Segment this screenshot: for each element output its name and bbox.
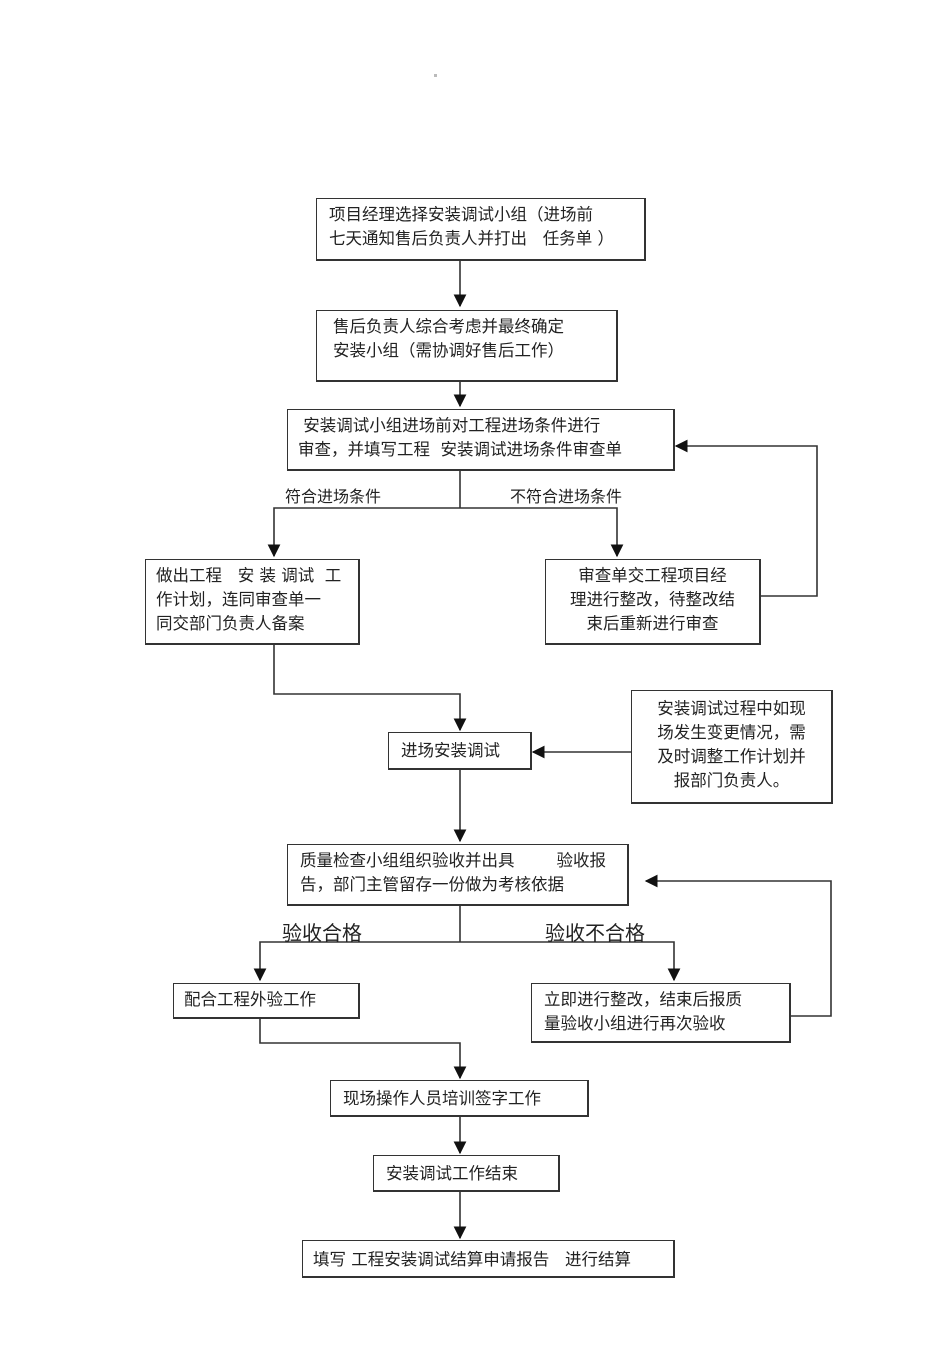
node-text-line: 束后重新进行审查	[586, 614, 719, 633]
branch-label-acceptance-pass: 验收合格	[282, 921, 362, 945]
node-text-line: 审查单交工程项目经	[578, 566, 727, 585]
node-text-line: 填写 工程安装调试结算申请报告 进行结算	[313, 1250, 631, 1269]
node-on-site-installation: 进场安装调试	[388, 732, 532, 770]
node-text-line: 质量检查小组组织验收并出具 验收报	[300, 851, 606, 870]
node-text-line: 立即进行整改，结束后报质	[544, 990, 742, 1009]
node-text-line: 配合工程外验工作	[184, 990, 316, 1009]
node-text-line: 安装调试过程中如现	[657, 699, 806, 718]
stray-dot	[434, 74, 437, 77]
node-confirm-install-team: 售后负责人综合考虑并最终确定 安装小组（需协调好售后工作）	[316, 310, 618, 382]
node-text-line: 报部门负责人。	[673, 771, 790, 790]
edge-n9-n11	[259, 1018, 467, 1080]
node-text-line: 进场安装调试	[401, 741, 500, 760]
node-text-line: 项目经理选择安装调试小组（进场前	[329, 205, 593, 224]
node-site-condition-review: 安装调试小组进场前对工程进场条件进行 审查，并填写工程 安装调试进场条件审查单	[287, 409, 675, 471]
node-text-line: 审查，并填写工程 安装调试进场条件审查单	[298, 440, 622, 459]
edge-n4-n6	[273, 645, 467, 732]
node-select-install-team: 项目经理选择安装调试小组（进场前 七天通知售后负责人并打出 任务单 ）	[316, 198, 646, 261]
node-text-line: 安装调试工作结束	[386, 1164, 518, 1183]
node-text-line: 做出工程 安 装 调试 工	[156, 566, 342, 585]
node-text-line: 售后负责人综合考虑并最终确定	[333, 317, 564, 336]
node-text-line: 同交部门负责人备案	[156, 614, 305, 633]
node-text-line: 安装小组（需协调好售后工作）	[333, 341, 564, 360]
node-change-notice: 安装调试过程中如现 场发生变更情况，需 及时调整工作计划并 报部门负责人。	[631, 690, 833, 804]
edge-n3-n5	[460, 507, 624, 558]
node-text-line: 安装调试小组进场前对工程进场条件进行	[298, 416, 601, 435]
edge-n5-n3-loop	[674, 439, 818, 597]
edge-n8-n10	[460, 941, 681, 982]
node-text-line: 及时调整工作计划并	[657, 747, 806, 766]
edge-n10-n8-loop	[644, 874, 832, 1017]
node-text-line: 告，部门主管留存一份做为考核依据	[300, 875, 564, 894]
node-rectify-and-reinspect: 立即进行整改，结束后报质 量验收小组进行再次验收	[531, 983, 791, 1043]
edge-n3-n4	[267, 507, 460, 558]
node-quality-acceptance: 质量检查小组组织验收并出具 验收报 告，部门主管留存一份做为考核依据	[287, 844, 629, 906]
node-text-line: 理进行整改，待整改结	[570, 590, 735, 609]
node-installation-complete: 安装调试工作结束	[373, 1155, 560, 1192]
node-text-line: 作计划，连同审查单一	[156, 590, 321, 609]
branch-label-fails-conditions: 不符合进场条件	[510, 487, 623, 506]
node-text-line: 场发生变更情况，需	[657, 723, 806, 742]
node-text-line: 量验收小组进行再次验收	[544, 1014, 726, 1033]
node-operator-training: 现场操作人员培训签字工作	[330, 1080, 589, 1117]
node-settlement-report: 填写 工程安装调试结算申请报告 进行结算	[302, 1240, 675, 1278]
node-make-work-plan: 做出工程 安 装 调试 工 作计划，连同审查单一 同交部门负责人备案	[145, 559, 360, 645]
node-text-line: 现场操作人员培训签字工作	[343, 1089, 541, 1108]
node-text-line: 七天通知售后负责人并打出 任务单 ）	[329, 229, 614, 248]
edge-n8-n9	[253, 941, 460, 982]
node-external-acceptance: 配合工程外验工作	[173, 983, 360, 1019]
branch-label-acceptance-fail: 验收不合格	[545, 921, 645, 945]
branch-label-meets-conditions: 符合进场条件	[285, 487, 382, 506]
node-rectify-and-recheck: 审查单交工程项目经 理进行整改，待整改结 束后重新进行审查	[545, 559, 761, 645]
